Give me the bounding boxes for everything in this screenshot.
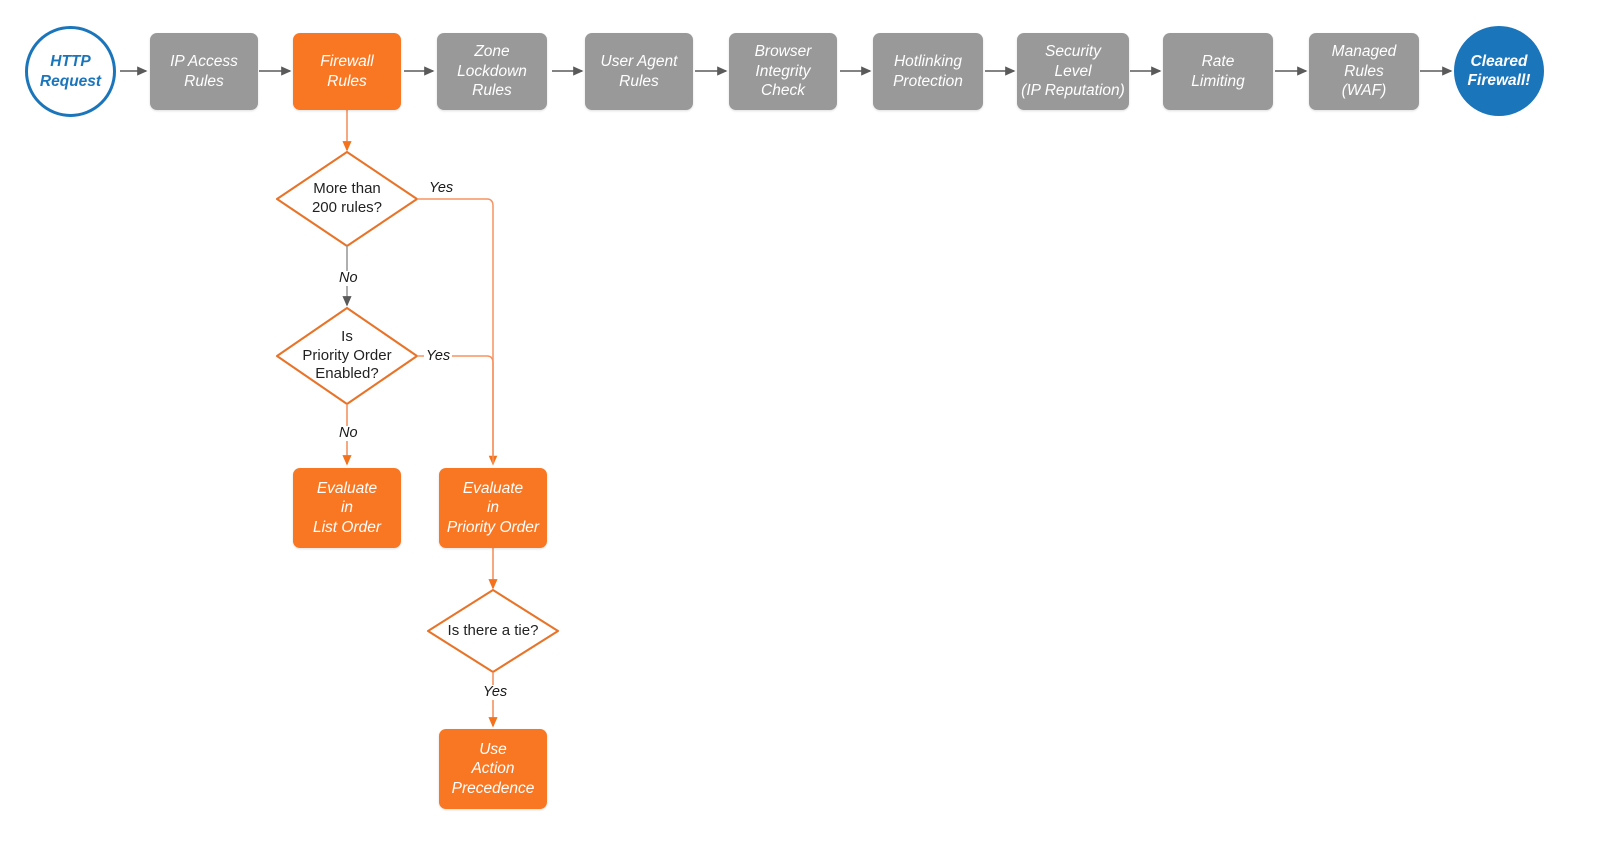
node-user-agent-rules-label: User Agent Rules [600,53,678,90]
node-rate-limiting[interactable]: Rate Limiting [1163,33,1273,110]
node-use-action-precedence[interactable]: Use Action Precedence [439,729,547,809]
node-security-level[interactable]: Security Level (IP Reputation) [1017,33,1129,110]
node-managed-rules-waf[interactable]: Managed Rules (WAF) [1309,33,1419,110]
edge-label-priority-no: No [337,425,360,441]
edge-label-rules-yes: Yes [427,180,456,196]
node-hotlinking-protection-label: Hotlinking Protection [893,53,963,90]
node-http-request[interactable]: HTTP Request [25,26,116,117]
decision-more-than-200-rules-label: More than 200 rules? [311,180,383,216]
node-rate-limiting-label: Rate Limiting [1191,53,1245,90]
node-evaluate-in-priority-order-label: Evaluate in Priority Order [446,479,540,536]
decision-is-priority-order-enabled-label: Is Priority Order Enabled? [302,327,392,383]
decision-is-there-a-tie-label: Is there a tie? [447,621,539,639]
node-zone-lockdown-rules-label: Zone Lockdown Rules [457,43,527,100]
node-hotlinking-protection[interactable]: Hotlinking Protection [873,33,983,110]
node-ip-access-rules-label: IP Access Rules [170,53,238,90]
node-zone-lockdown-rules[interactable]: Zone Lockdown Rules [437,33,547,110]
node-http-request-label: HTTP Request [39,53,102,90]
node-managed-rules-waf-label: Managed Rules (WAF) [1331,43,1397,100]
edge-label-tie-yes: Yes [481,684,510,700]
edge-priority-yes [417,355,494,464]
node-user-agent-rules[interactable]: User Agent Rules [585,33,693,110]
node-cleared-firewall-label: Cleared Firewall! [1467,52,1531,89]
node-browser-integrity-check-label: Browser Integrity Check [754,43,812,100]
node-browser-integrity-check[interactable]: Browser Integrity Check [729,33,837,110]
node-evaluate-in-list-order[interactable]: Evaluate in List Order [293,468,401,548]
node-evaluate-in-list-order-label: Evaluate in List Order [312,479,382,536]
edge-label-rules-no: No [337,270,360,286]
decision-is-there-a-tie[interactable]: Is there a tie? [423,612,563,650]
node-evaluate-in-priority-order[interactable]: Evaluate in Priority Order [439,468,547,548]
decision-is-priority-order-enabled[interactable]: Is Priority Order Enabled? [277,322,417,390]
edge-rules-yes [417,198,498,466]
node-use-action-precedence-label: Use Action Precedence [451,740,535,797]
node-firewall-rules[interactable]: Firewall Rules [293,33,401,110]
node-firewall-rules-label: Firewall Rules [320,53,374,90]
edge-label-priority-yes: Yes [424,348,453,364]
node-cleared-firewall[interactable]: Cleared Firewall! [1454,26,1544,116]
node-security-level-label: Security Level (IP Reputation) [1021,43,1125,100]
node-ip-access-rules[interactable]: IP Access Rules [150,33,258,110]
decision-more-than-200-rules[interactable]: More than 200 rules? [277,167,417,231]
